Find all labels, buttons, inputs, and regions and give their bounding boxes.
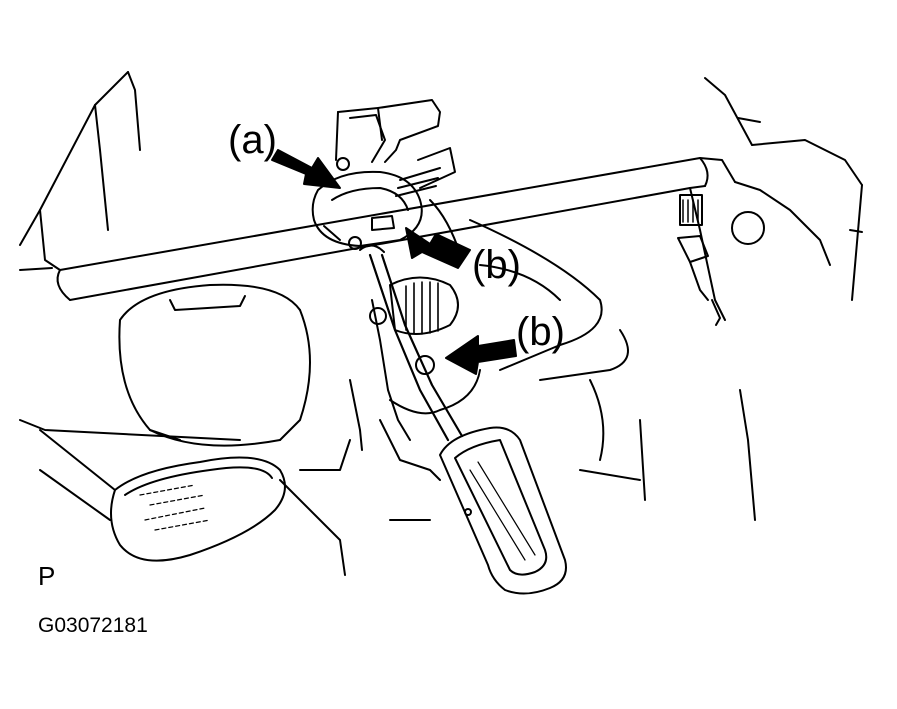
- pedal-arm: [359, 244, 464, 442]
- arrow-a: [271, 149, 341, 189]
- brake-booster-housing: [118, 283, 363, 451]
- dashboard-right-trim: [704, 77, 863, 301]
- pedal-spring-pivot: [369, 276, 481, 441]
- arrow-b-upper: [405, 227, 471, 269]
- callout-label-b-lower: (b): [516, 310, 565, 354]
- callout-label-a: (a): [228, 118, 277, 162]
- floor-outlines: [19, 419, 641, 576]
- dashboard-left-panel: [19, 71, 141, 271]
- cross-member-bar: [56, 157, 736, 301]
- firewall-panel: [469, 219, 756, 521]
- arrow-b-lower: [445, 335, 517, 375]
- sensor-connector: [335, 99, 456, 197]
- view-letter: P: [38, 561, 56, 591]
- bracket-assembly-right: [677, 181, 831, 326]
- accelerator-pedal-pad: [439, 426, 567, 595]
- callout-arrows: [271, 149, 517, 375]
- brake-pedal: [39, 429, 286, 562]
- figure-id: G03072181: [38, 614, 148, 637]
- callout-label-b-upper: (b): [472, 243, 521, 287]
